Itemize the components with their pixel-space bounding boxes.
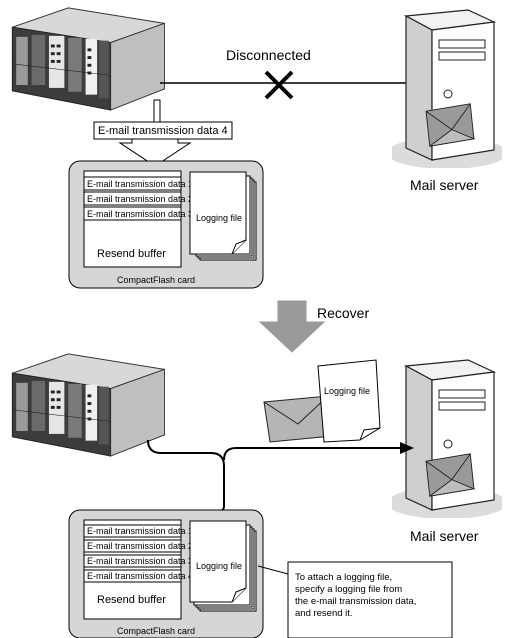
buffer-item [83, 176, 182, 191]
logging-file-stack-icon [189, 520, 257, 612]
mail-server-label: Mail server [410, 528, 479, 544]
card-label: CompactFlash card [117, 626, 195, 636]
connection-line-to-plc [147, 439, 225, 512]
disconnected-label: Disconnected [226, 47, 311, 63]
buffer-item-label: E-mail transmission data 1 [87, 526, 193, 536]
note-line: and resend it. [295, 608, 353, 619]
connection-line-to-server [223, 447, 400, 461]
recover-arrow-icon [258, 300, 326, 353]
recover-label: Recover [317, 305, 369, 321]
envelope-icon [425, 103, 475, 147]
plc-module-icon [11, 7, 165, 111]
buffer-item-label: E-mail transmission data 3 [87, 209, 193, 219]
buffer-item [83, 554, 182, 568]
buffer-item [83, 206, 182, 221]
buffer-item [83, 539, 182, 553]
note-line: the e-mail transmission data, [295, 596, 416, 607]
down-arrow-icon [118, 138, 192, 167]
mail-server-label: Mail server [410, 177, 479, 193]
buffer-item-label: E-mail transmission data 2 [87, 541, 193, 551]
buffer-item-label: E-mail transmission data 2 [87, 194, 193, 204]
resend-buffer-label: Resend buffer [97, 248, 166, 260]
logging-file-label: Logging file [196, 213, 242, 223]
envelope-icon [425, 453, 475, 497]
logging-file-stack-icon [189, 171, 257, 261]
note-line: specify a logging file from [295, 584, 402, 595]
disconnect-x-icon [264, 70, 294, 100]
card-label: CompactFlash card [117, 275, 195, 285]
resend-buffer-label: Resend buffer [97, 594, 166, 606]
callout-pointer [257, 565, 289, 575]
arrow-stem [153, 99, 161, 123]
buffer-item [83, 524, 182, 538]
note-line: To attach a logging file, [295, 572, 392, 583]
buffer-item-label: E-mail transmission data 3 [87, 556, 193, 566]
logging-file-label: Logging file [196, 561, 242, 571]
plc-module-icon [11, 353, 165, 457]
buffer-item-label: E-mail transmission data 4 [87, 571, 193, 581]
mail-server-icon [392, 9, 502, 168]
buffer-item-label: E-mail transmission data 1 [87, 179, 193, 189]
buffer-item [83, 569, 182, 583]
mail-server-icon [392, 359, 502, 518]
incoming-data-label: E-mail transmission data 4 [98, 125, 228, 137]
arrow-head-icon [400, 442, 414, 454]
buffer-item [83, 191, 182, 206]
attached-logging-file-icon [317, 359, 381, 443]
callout-note-box [287, 561, 453, 638]
attached-file-label: Logging file [324, 386, 370, 396]
